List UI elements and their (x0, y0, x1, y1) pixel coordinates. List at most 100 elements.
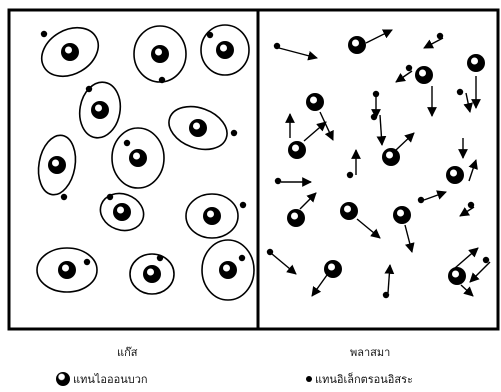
ion-highlight (193, 123, 200, 130)
legend-free-electron: แทนอิเล็กตรอนอิสระ (306, 370, 413, 388)
gas-bound-electron (41, 31, 47, 37)
ion-highlight (452, 271, 459, 278)
plasma-free-electron (383, 292, 389, 298)
ion-highlight (65, 47, 72, 54)
gas-atoms-layer (33, 18, 254, 300)
plasma-free-electron (267, 249, 273, 255)
plasma-positive-ion (467, 54, 485, 72)
gas-positive-ion (91, 101, 109, 119)
gas-positive-ion (143, 265, 161, 283)
motion-arrow (424, 38, 443, 48)
plasma-free-electron (457, 89, 463, 95)
plasma-free-electron (371, 114, 377, 120)
motion-arrow (470, 262, 490, 282)
plasma-positive-ion (306, 93, 324, 111)
ion-highlight (328, 264, 335, 271)
gas-positive-ion (219, 261, 237, 279)
gas-bound-electron (239, 255, 245, 261)
ion-highlight (220, 45, 227, 52)
gas-positive-ion (216, 41, 234, 59)
gas-bound-electron (159, 77, 165, 83)
gas-positive-ion (48, 156, 66, 174)
gas-bound-electron (240, 202, 246, 208)
gas-bound-electron (86, 86, 92, 92)
legend-electron-label: แทนอิเล็กตรอนอิสระ (315, 370, 413, 388)
gas-plasma-diagram (0, 0, 501, 335)
plasma-caption: พลาสมา (350, 343, 390, 361)
positive-ion-icon (56, 372, 70, 386)
gas-bound-electron (231, 130, 237, 136)
plasma-positive-ion (382, 148, 400, 166)
gas-bound-electron (207, 32, 213, 38)
motion-arrow (279, 48, 317, 58)
plasma-free-electron (468, 202, 474, 208)
plasma-free-electron (437, 33, 443, 39)
plasma-free-electron (373, 91, 379, 97)
ion-highlight (207, 211, 214, 218)
ion-highlight (95, 105, 102, 112)
plasma-free-electron (274, 43, 280, 49)
gas-caption: แก๊ส (117, 343, 137, 361)
ion-highlight (155, 49, 162, 56)
motion-arrow (469, 160, 476, 181)
plasma-free-electron (347, 172, 353, 178)
motion-arrow (272, 254, 296, 274)
plasma-positive-ion (348, 36, 366, 54)
gas-positive-ion (189, 119, 207, 137)
ion-highlight (419, 70, 426, 77)
ion-highlight (450, 170, 457, 177)
gas-positive-ion (61, 43, 79, 61)
ion-highlight (471, 58, 478, 65)
ion-highlight (133, 153, 140, 160)
gas-positive-ion (58, 261, 76, 279)
plasma-positive-ion (448, 267, 466, 285)
plasma-positive-ion (393, 206, 411, 224)
plasma-positive-ion (415, 66, 433, 84)
plasma-free-electron (483, 257, 489, 263)
ion-highlight (52, 160, 59, 167)
motion-arrow (300, 193, 316, 209)
free-electron-icon (306, 376, 312, 382)
motion-arrow (304, 122, 326, 141)
legend-ion-label: แทนไอออนบวก (73, 370, 148, 388)
legend-positive-ion: แทนไอออนบวก (56, 370, 148, 388)
plasma-positive-ion (324, 260, 342, 278)
motion-arrow (357, 219, 380, 238)
ion-highlight (62, 265, 69, 272)
plasma-free-electron (275, 178, 281, 184)
gas-bound-electron (84, 259, 90, 265)
motion-arrow (366, 30, 392, 43)
ion-highlight (292, 145, 299, 152)
motion-arrow (455, 248, 478, 268)
motion-arrow (460, 207, 474, 216)
ion-highlight (291, 213, 298, 220)
motion-arrow (380, 115, 382, 145)
gas-positive-ion (203, 207, 221, 225)
ion-highlight (397, 210, 404, 217)
motion-arrow (466, 93, 470, 112)
ion-highlight (310, 97, 317, 104)
plasma-free-electron (406, 65, 412, 71)
motion-arrow (388, 265, 390, 293)
gas-bound-electron (124, 140, 130, 146)
motion-arrow (396, 71, 412, 82)
ion-highlight (386, 152, 393, 159)
gas-bound-electron (61, 194, 67, 200)
motion-arrow (424, 192, 446, 200)
ion-highlight (147, 269, 154, 276)
gas-positive-ion (113, 203, 131, 221)
gas-bound-electron (157, 255, 163, 261)
ion-highlight (344, 206, 351, 213)
ion-highlight (223, 265, 230, 272)
gas-positive-ion (151, 45, 169, 63)
plasma-positive-ion (446, 166, 464, 184)
ion-highlight (117, 207, 124, 214)
motion-arrow (461, 285, 473, 296)
gas-bound-electron (107, 194, 113, 200)
plasma-positive-ion (288, 141, 306, 159)
plasma-free-electron (418, 197, 424, 203)
ion-highlight (352, 40, 359, 47)
motion-arrow (396, 133, 414, 150)
gas-positive-ion (129, 149, 147, 167)
motion-arrow (312, 275, 327, 296)
